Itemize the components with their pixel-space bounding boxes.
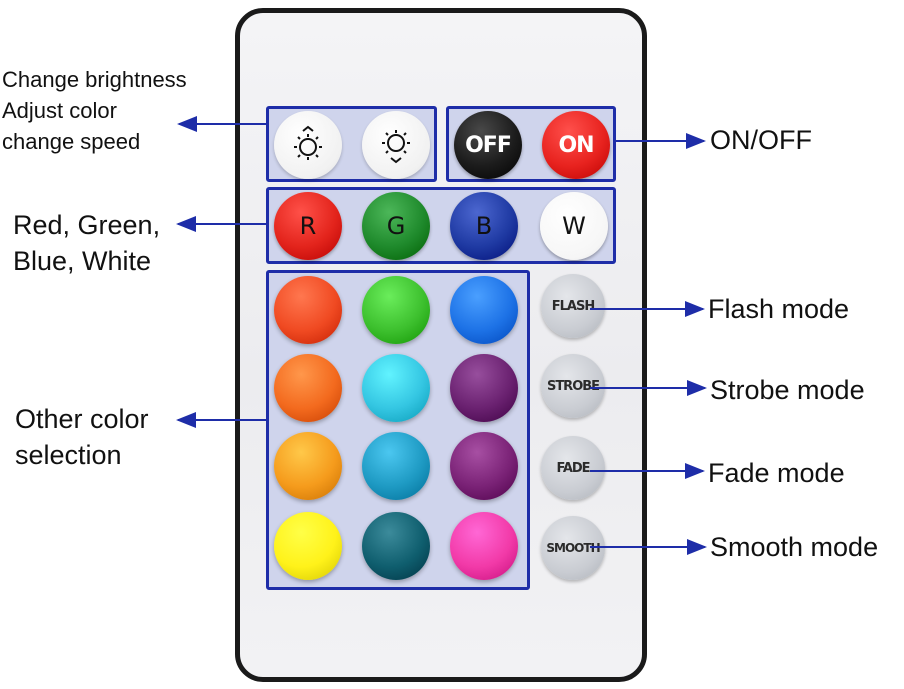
strobe-annotation: Strobe mode	[710, 375, 865, 405]
rgbw-annotation-line-2: Blue, White	[13, 246, 152, 276]
red-button[interactable]: R	[274, 192, 342, 260]
off-label: OFF	[465, 132, 512, 158]
blue-button[interactable]: B	[450, 192, 518, 260]
onoff-annotation: ON/OFF	[710, 125, 812, 155]
flash-annotation: Flash mode	[708, 294, 850, 324]
brightness-up-button[interactable]	[274, 111, 342, 179]
rgbw-annotation: Red, Green, Blue, White	[13, 207, 160, 279]
color-button-11[interactable]	[362, 512, 430, 580]
smooth-annotation: Smooth mode	[710, 532, 879, 562]
strobe-label: STROBE	[546, 378, 600, 394]
white-button[interactable]: W	[540, 192, 608, 260]
green-label: G	[386, 212, 406, 240]
color-button-9[interactable]	[450, 432, 518, 500]
color-button-4[interactable]	[274, 354, 342, 422]
brightness-annotation-line-2: Adjust color	[2, 98, 117, 123]
other-colors-annotation: Other color selection	[15, 401, 149, 473]
on-button[interactable]: ON	[542, 111, 610, 179]
off-button[interactable]: OFF	[454, 111, 522, 179]
brightness-up-icon	[294, 125, 322, 160]
color-button-6[interactable]	[450, 354, 518, 422]
brightness-down-icon	[382, 130, 410, 164]
smooth-label: SMOOTH	[546, 541, 600, 555]
flash-label: FLASH	[551, 298, 595, 314]
color-button-3[interactable]	[450, 276, 518, 344]
fade-label: FADE	[556, 460, 590, 476]
on-label: ON	[558, 132, 594, 158]
color-button-8[interactable]	[362, 432, 430, 500]
green-button[interactable]: G	[362, 192, 430, 260]
brightness-annotation-line-1: Change brightness	[2, 67, 187, 92]
color-button-5[interactable]	[362, 354, 430, 422]
blue-label: B	[475, 212, 493, 240]
fade-button[interactable]: FADE	[541, 436, 605, 500]
white-label: W	[562, 212, 586, 240]
other-colors-annotation-line-2: selection	[15, 440, 122, 470]
fade-annotation: Fade mode	[708, 458, 845, 488]
strobe-button[interactable]: STROBE	[541, 354, 605, 418]
color-button-2[interactable]	[362, 276, 430, 344]
rgbw-annotation-line-1: Red, Green,	[13, 210, 161, 240]
color-button-10[interactable]	[274, 512, 342, 580]
flash-button[interactable]: FLASH	[541, 274, 605, 338]
color-button-12[interactable]	[450, 512, 518, 580]
color-button-7[interactable]	[274, 432, 342, 500]
brightness-annotation-line-3: change speed	[2, 129, 141, 154]
brightness-down-button[interactable]	[362, 111, 430, 179]
other-colors-annotation-line-1: Other color	[15, 404, 149, 434]
color-button-1[interactable]	[274, 276, 342, 344]
red-label: R	[299, 212, 317, 240]
brightness-annotation: Change brightness Adjust color change sp…	[2, 64, 187, 157]
